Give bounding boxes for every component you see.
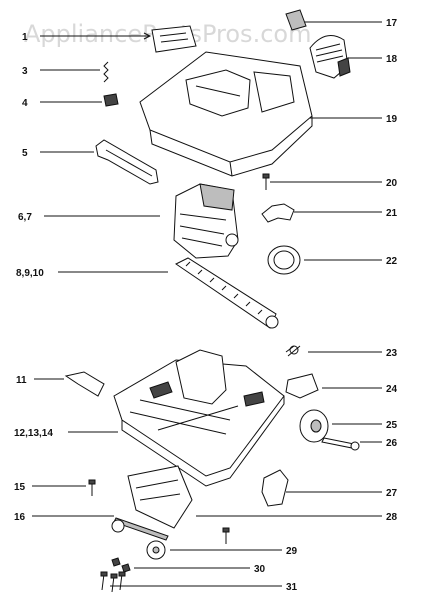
leader-arrow-1 <box>143 32 152 40</box>
callout-23: 23 <box>308 348 398 359</box>
part-21-clamp <box>261 203 295 223</box>
callout-1: 1 <box>22 32 152 43</box>
part-23-spring <box>285 345 301 357</box>
callout-18: 18 <box>348 54 398 65</box>
callout-label-27: 27 <box>386 488 398 499</box>
callout-29: 29 <box>170 546 298 557</box>
callout-label-19: 19 <box>386 114 398 125</box>
part-15-screw <box>88 479 96 496</box>
callout-label-4: 4 <box>22 98 28 109</box>
part-19-top-cover <box>139 51 313 177</box>
part-27-bracket <box>261 469 289 507</box>
part-25-wheel <box>299 409 329 443</box>
part-30-clips <box>111 557 131 573</box>
callout-11: 11 <box>16 375 64 386</box>
callout-26: 26 <box>360 438 398 449</box>
callout-label-15: 15 <box>14 482 26 493</box>
callout-label-17: 17 <box>386 18 398 29</box>
callout-31: 31 <box>110 582 298 593</box>
callout-19: 19 <box>306 114 398 125</box>
part-screw-small <box>222 527 230 544</box>
callout-label-31: 31 <box>286 582 298 593</box>
callout-30: 30 <box>134 564 266 575</box>
part-28-pedal <box>127 465 193 529</box>
callout-label-20: 20 <box>386 178 398 189</box>
part-12-13-14-base <box>113 349 285 487</box>
callout-24: 24 <box>322 384 398 395</box>
part-24-latch <box>285 373 319 399</box>
callout-label-1: 1 <box>22 32 28 43</box>
part-6-7-motor <box>173 183 239 259</box>
callout-20: 20 <box>270 178 398 189</box>
part-20-screw <box>262 173 270 190</box>
part-22-belt <box>267 245 301 275</box>
callout-label-11: 11 <box>16 375 27 386</box>
callout-label-29: 29 <box>286 546 298 557</box>
callout-label-24: 24 <box>386 384 398 395</box>
callout-label-25: 25 <box>386 420 398 431</box>
callout-label-21: 21 <box>386 208 398 219</box>
callout-16: 16 <box>14 512 114 523</box>
callout-21: 21 <box>294 208 398 219</box>
part-17-tab <box>285 9 307 31</box>
callout-28: 28 <box>196 512 398 523</box>
callout-label-5: 5 <box>22 148 28 159</box>
callout-label-8-9-10: 8,9,10 <box>16 268 44 279</box>
callout-27: 27 <box>286 488 398 499</box>
callout-17: 17 <box>304 18 398 29</box>
callout-label-30: 30 <box>254 564 266 575</box>
callout-label-26: 26 <box>386 438 398 449</box>
callout-22: 22 <box>304 256 398 267</box>
part-5-bracket <box>95 139 159 185</box>
callout-5: 5 <box>22 148 94 159</box>
callout-label-28: 28 <box>386 512 398 523</box>
part-1-label-sheet <box>151 25 197 53</box>
part-8-9-10-brushroll <box>175 257 279 329</box>
part-16-rod <box>111 517 169 541</box>
callout-8-9-10: 8,9,10 <box>16 268 168 279</box>
part-26-axle <box>321 437 360 451</box>
callout-label-12-13-14: 12,13,14 <box>14 428 53 439</box>
callout-15: 15 <box>14 482 86 493</box>
part-11-lever <box>64 371 105 397</box>
part-4-latch-block <box>103 93 119 107</box>
callout-12-13-14: 12,13,14 <box>14 428 118 439</box>
callout-4: 4 <box>22 98 102 109</box>
callout-25: 25 <box>332 420 398 431</box>
callout-label-18: 18 <box>386 54 398 65</box>
callout-6-7: 6,7 <box>18 212 160 223</box>
part-18-vent-cover <box>309 35 351 79</box>
callout-label-22: 22 <box>386 256 398 267</box>
part-29-wheel <box>146 540 166 560</box>
callout-label-16: 16 <box>14 512 26 523</box>
part-3-spring <box>103 61 109 83</box>
callout-label-6-7: 6,7 <box>18 212 32 223</box>
callout-label-23: 23 <box>386 348 398 359</box>
callout-3: 3 <box>22 66 100 77</box>
part-31-screws <box>100 571 126 593</box>
callout-label-3: 3 <box>22 66 28 77</box>
